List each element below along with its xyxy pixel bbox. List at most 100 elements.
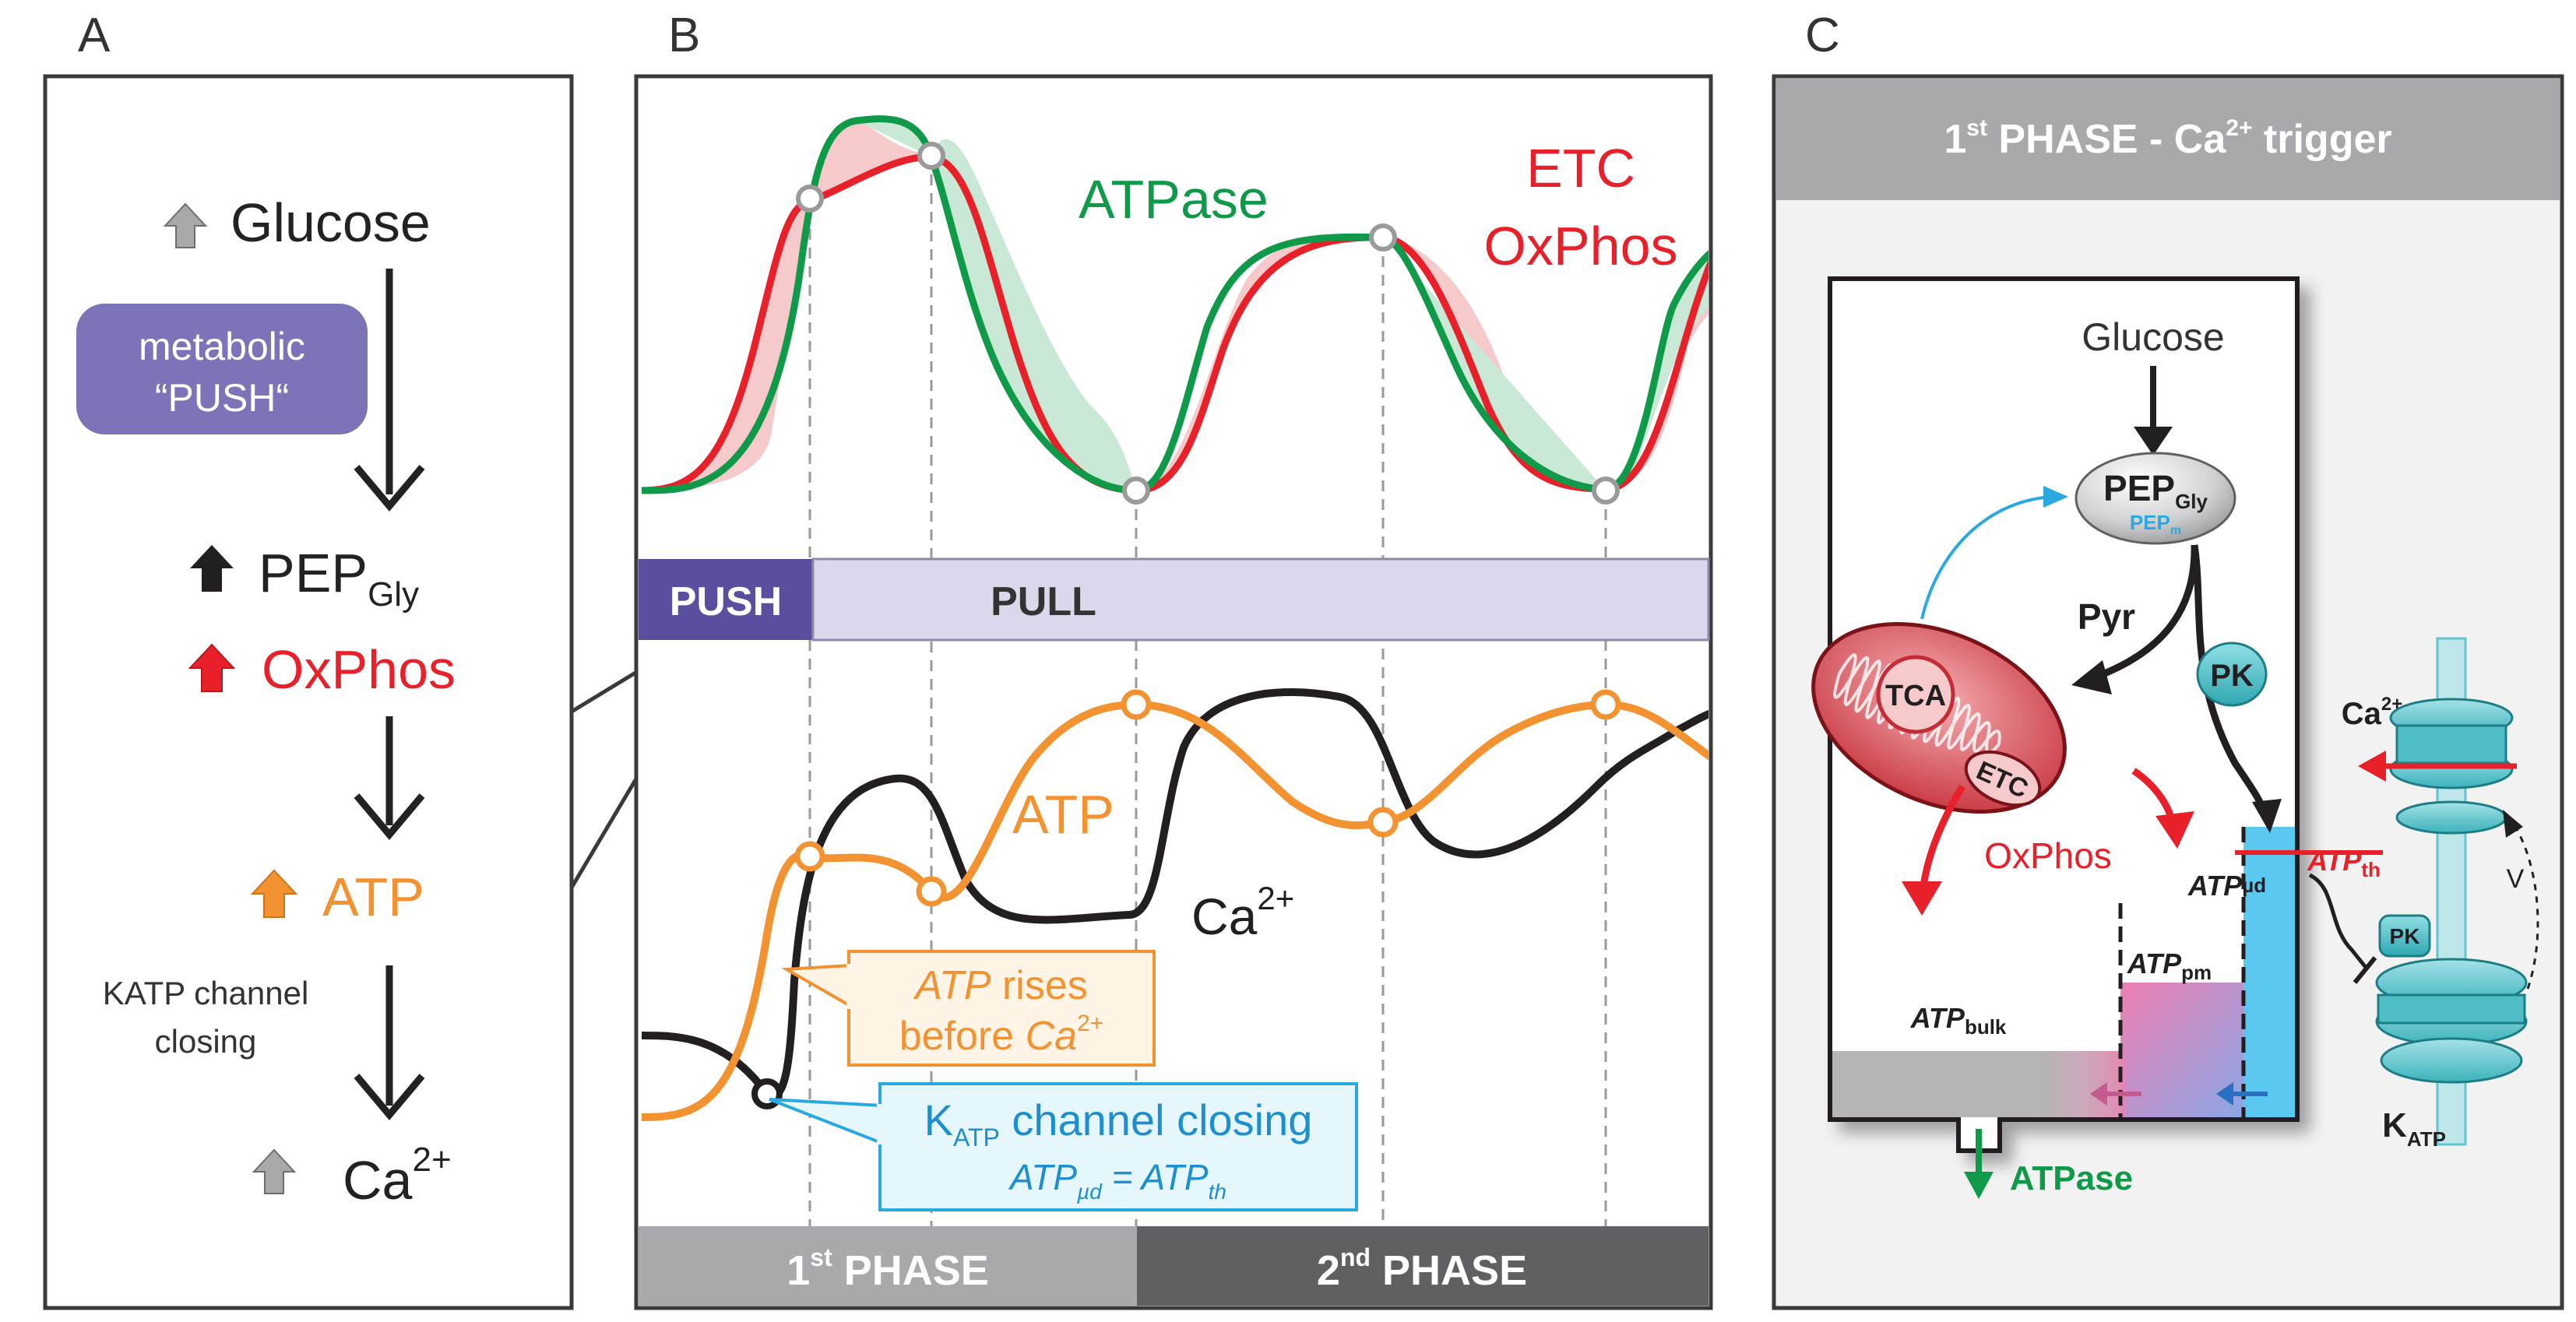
panel-a-pep: PEPGly: [259, 543, 419, 614]
c-atp-ud: ATPµd: [2187, 870, 2266, 902]
c-pk-small: PK: [2390, 924, 2420, 948]
marker-top-5: [1592, 476, 1620, 505]
voltage-arrow: [2507, 817, 2539, 990]
panel-a-letter: A: [78, 9, 111, 62]
label-ca: Ca2+: [1191, 880, 1294, 945]
katp-line1: KATP channel: [103, 975, 309, 1011]
katp-channel: PK: [2375, 914, 2528, 1084]
pep-ellipse: [2075, 452, 2236, 545]
ca-curve: [641, 687, 1709, 1100]
atp-inhibition-line: [2308, 873, 2369, 971]
glucose-up-icon: [163, 202, 208, 248]
pep-up-icon: [190, 545, 234, 592]
arrow-pk-atp: [2191, 544, 2270, 819]
atp-callout-box: [847, 950, 1156, 1067]
panel-c-letter: C: [1805, 9, 1840, 62]
arrow-glucose-pep-c-head: [2134, 427, 2173, 455]
marker-top-4: [1369, 223, 1397, 251]
katp-callout-line1: KATP channel closing: [924, 1095, 1313, 1151]
marker-atp-1: [794, 841, 825, 872]
marker-atp-2: [916, 876, 947, 907]
pep-m-feedback-head: [2043, 486, 2068, 508]
c-atp-pm: ATPpm: [2127, 948, 2212, 984]
c-pk: PK: [2210, 659, 2254, 693]
oxphos-arrow-right-head: [2155, 811, 2194, 849]
push-line1: metabolic: [139, 325, 305, 368]
atpase-arrow-head: [1964, 1172, 1994, 1199]
c-tca: TCA: [1885, 680, 1946, 712]
arrow-pep-pyr-head: [2071, 660, 2112, 694]
phase1-label: 1st PHASE: [787, 1243, 989, 1294]
panel-c-header: [1776, 79, 2560, 200]
panel-a-ca: Ca2+: [343, 1141, 452, 1211]
label-oxphos: OxPhos: [1484, 216, 1678, 276]
marker-atp-5: [1590, 689, 1621, 720]
arrow-glucose-pep-head: [354, 465, 425, 512]
arrow-atp-ca-head: [354, 1074, 425, 1120]
c-atpase: ATPase: [2010, 1159, 2133, 1197]
panel-a-oxphos: OxPhos: [262, 639, 456, 700]
push-bar: [639, 559, 813, 640]
c-katp: KATP: [2382, 1106, 2446, 1151]
pk-enzyme: PK: [2196, 642, 2268, 707]
panel-a: A Glucose metabolic “PUSH“ PEPGly OxPhos…: [43, 9, 574, 1310]
ud-diffusion-arrow: [2216, 1082, 2268, 1106]
arrow-pk-atp-head: [2252, 799, 2282, 833]
pm-diffusion-arrow: [2090, 1082, 2141, 1106]
marker-atp-4: [1367, 807, 1399, 838]
c-pep: PEPGly: [2103, 468, 2208, 513]
panel-a-atp: ATP: [322, 867, 424, 927]
ca-influx-arrow-head: [2358, 751, 2386, 782]
marker-top-3: [1122, 476, 1150, 505]
panel-b-letter: B: [668, 9, 700, 62]
metabolic-push-box: [76, 304, 368, 434]
c-atp-bulk: ATPbulk: [1910, 1002, 2007, 1039]
katp-line2: closing: [155, 1023, 257, 1060]
arrow-oxphos-atp-head: [354, 793, 425, 840]
voltage-arrow-head: [2503, 810, 2523, 838]
top-markers: [796, 142, 1620, 505]
atpase-area-fill: [857, 118, 1709, 490]
panel-c: C 1st PHASE - Ca2+ trigger Glucose PEPGl…: [1772, 9, 2564, 1310]
panel-a-glucose: Glucose: [231, 192, 431, 253]
push-label: PUSH: [670, 579, 782, 624]
marker-atp-3: [1121, 689, 1152, 720]
katp-pk-box: [2378, 914, 2431, 958]
oxphos-arrow-left-head: [1902, 881, 1942, 916]
label-etc: ETC: [1526, 138, 1635, 199]
atp-callout-line2: before Ca2+: [899, 1011, 1104, 1059]
c-pep-m: PEPm: [2130, 511, 2181, 537]
c-pyr: Pyr: [2078, 596, 2135, 637]
atp-markers: [794, 689, 1621, 907]
etc-oval: ETC: [1964, 750, 2042, 807]
arrow-pep-pyr: [2093, 544, 2198, 681]
marker-top-1: [796, 185, 824, 213]
panel-a-frame: [43, 74, 574, 1310]
atp-callout-joint: [846, 964, 853, 1009]
atp-ud-pool: [2243, 827, 2295, 1117]
atp-gradient-bridge: [2040, 1051, 2126, 1117]
atp-callout-line1: ATP rises: [913, 963, 1088, 1008]
label-atp: ATP: [1012, 784, 1114, 845]
katp-callout-box: [878, 1082, 1358, 1211]
katp-callout-line2: ATPµd = ATPth: [1008, 1157, 1226, 1204]
marker-top-2: [917, 142, 945, 170]
ca-up-icon: [252, 1148, 297, 1194]
phase2-bar: [1137, 1226, 1709, 1306]
pull-bar: [811, 557, 1710, 642]
pull-label: PULL: [991, 579, 1096, 624]
c-oxphos: OxPhos: [1984, 835, 2112, 876]
oxphos-up-icon: [188, 643, 236, 692]
c-ca: Ca2+: [2342, 694, 2403, 731]
katp-callout-joint: [877, 1104, 883, 1144]
pep-m-feedback-arrow: [1920, 495, 2057, 620]
oxphos-area-fill: [642, 121, 1709, 490]
c-atp-th: ATPth: [2307, 845, 2381, 881]
push-line2: “PUSH“: [155, 376, 289, 420]
phase2-label: 2nd PHASE: [1317, 1243, 1527, 1294]
phase1-bar: [639, 1226, 1137, 1306]
c-v: V: [2507, 864, 2525, 894]
atp-inhibition-bar: [2353, 956, 2377, 984]
label-atpase: ATPase: [1079, 169, 1269, 230]
